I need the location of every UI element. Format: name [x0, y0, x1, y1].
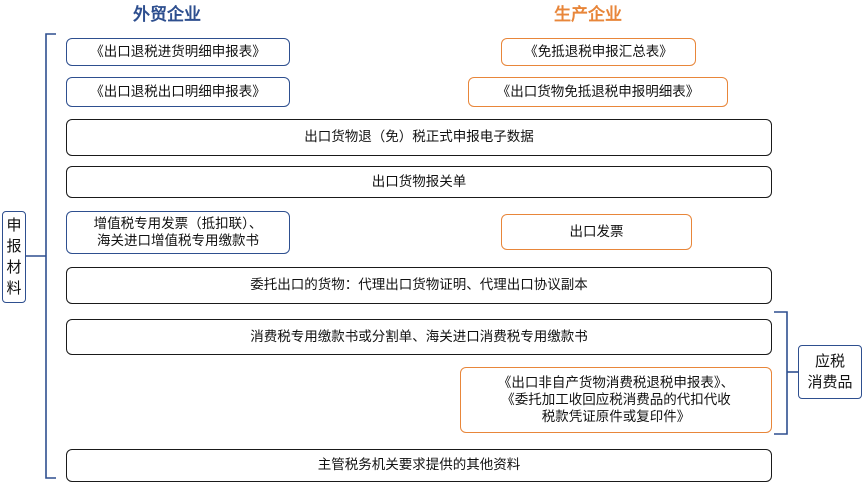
filing-materials-char-1: 申 — [6, 216, 22, 234]
entrusted-export-box: 委托出口的货物：代理出口货物证明、代理出口协议副本 — [66, 267, 772, 304]
consumption-tax-refund-form-box: 《出口非自产货物消费税退税申报表》、 《委托加工收回应税消费品的代扣代收 税款凭… — [460, 367, 772, 433]
filing-materials-char-3: 材 — [6, 258, 22, 276]
ft-export-detail-form-box: 《出口退税出口明细申报表》 — [66, 77, 290, 107]
filing-materials-char-4: 料 — [6, 279, 22, 297]
formal-electronic-data-box: 出口货物退（免）税正式申报电子数据 — [66, 119, 772, 156]
taxable-consumption-line2: 消费品 — [807, 373, 853, 391]
customs-declaration-box: 出口货物报关单 — [66, 166, 772, 198]
heading-foreign-trade-enterprise: 外贸企业 — [133, 5, 201, 25]
consumption-refund-line1: 《出口非自产货物消费税退税申报表》、 — [497, 374, 735, 391]
right-bracket — [774, 311, 788, 435]
prod-summary-form-box: 《免抵退税申报汇总表》 — [501, 38, 696, 66]
heading-production-enterprise: 生产企业 — [554, 5, 622, 25]
export-invoice-box: 出口发票 — [501, 214, 692, 250]
consumption-tax-receipt-box: 消费税专用缴款书或分割单、海关进口消费税专用缴款书 — [66, 319, 772, 355]
left-bracket — [45, 33, 56, 479]
consumption-refund-line3: 税款凭证原件或复印件》 — [541, 408, 691, 425]
other-materials-box: 主管税务机关要求提供的其他资料 — [66, 449, 772, 482]
vat-invoice-line1: 增值税专用发票（抵扣联）、 — [93, 215, 263, 232]
vat-invoice-line2: 海关进口增值税专用缴款书 — [97, 232, 259, 249]
prod-detail-form-box: 《出口货物免抵退税申报明细表》 — [468, 77, 728, 107]
filing-materials-label: 申 报 材 料 — [2, 211, 26, 303]
taxable-consumption-line1: 应税 — [814, 352, 845, 370]
taxable-consumption-goods-label: 应税 消费品 — [798, 345, 862, 399]
vat-invoice-box: 增值税专用发票（抵扣联）、 海关进口增值税专用缴款书 — [66, 211, 290, 254]
consumption-refund-line2: 《委托加工收回应税消费品的代扣代收 — [501, 391, 731, 408]
filing-materials-char-2: 报 — [6, 237, 22, 255]
ft-purchase-detail-form-box: 《出口退税进货明细申报表》 — [66, 38, 290, 66]
